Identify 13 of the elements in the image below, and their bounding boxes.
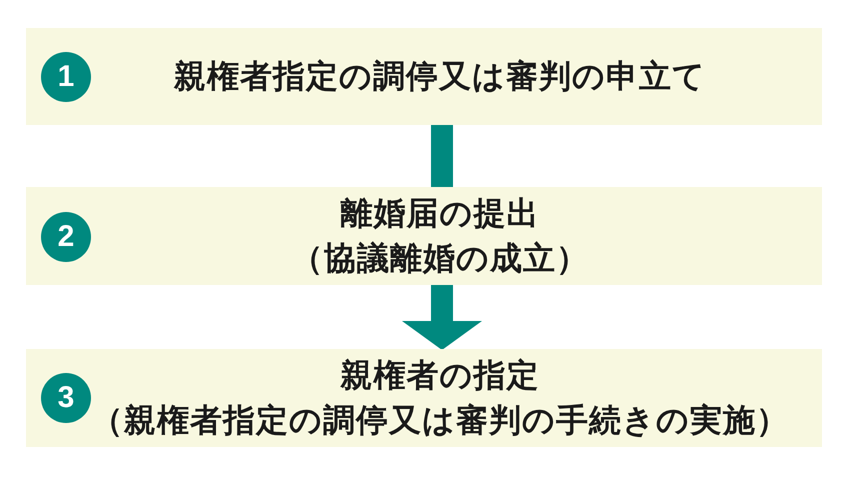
step-band [26, 28, 822, 125]
step-subtitle: （協議離婚の成立） [291, 238, 589, 279]
connector-bar [431, 125, 453, 187]
number-circle: 3 [41, 373, 91, 423]
number-circle: 2 [41, 212, 91, 262]
step-subtitle: （親権者指定の調停又は審判の手続きの実施） [91, 400, 789, 441]
step-title: 親権者指定の調停又は審判の申立て [174, 56, 706, 97]
step-band [26, 349, 822, 447]
step-title: 親権者の指定 [340, 355, 540, 396]
step-title: 離婚届の提出 [340, 193, 540, 234]
step-band [26, 187, 822, 285]
arrow [402, 285, 482, 350]
number-circle: 1 [41, 52, 91, 102]
